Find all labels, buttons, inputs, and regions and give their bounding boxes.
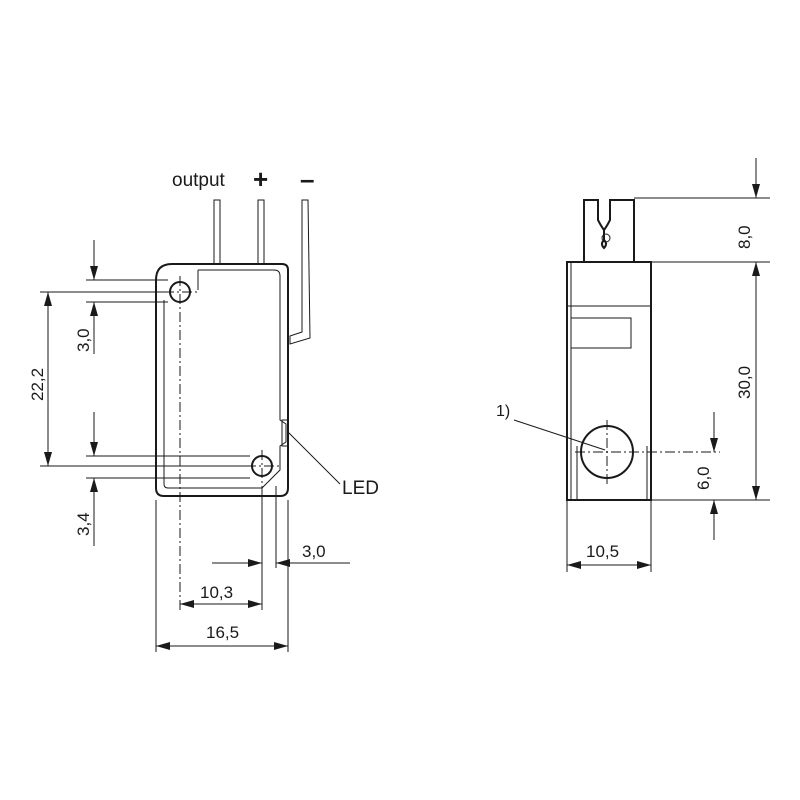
dim-bottom-hole-offset-value: 3,4 <box>74 512 93 536</box>
output-pins <box>213 199 311 345</box>
dim-hole-spacing-h: 10,3 <box>180 583 262 608</box>
led-indicator <box>281 419 289 447</box>
dim-side-width: 10,5 <box>567 542 651 569</box>
side-extension-lines <box>566 197 770 572</box>
plus-pin <box>257 199 265 265</box>
dim-side-hole-height-value: 6,0 <box>694 466 713 490</box>
dim-top-hole-offset: 3,0 <box>74 240 98 354</box>
dim-connector-height-value: 8,0 <box>735 225 754 249</box>
dim-top-hole-offset-value: 3,0 <box>74 328 93 352</box>
dim-hole-edge-offset-value: 3,0 <box>302 542 326 561</box>
minus-pin <box>289 199 311 345</box>
front-housing-inner <box>163 269 287 489</box>
note-label: 1) <box>496 403 510 420</box>
side-view <box>513 199 720 501</box>
dim-hole-edge-offset: 3,0 <box>212 542 350 567</box>
side-window <box>570 317 632 349</box>
dim-hole-spacing-v: 22,2 <box>28 292 52 466</box>
front-view <box>155 199 341 610</box>
dim-hole-spacing-h-value: 10,3 <box>200 583 233 602</box>
output-pin <box>213 199 221 265</box>
dim-bottom-hole-offset: 3,4 <box>74 412 98 546</box>
output-label: output <box>172 170 226 191</box>
minus-label: – <box>300 164 314 194</box>
dim-front-width: 16,5 <box>156 623 288 650</box>
dim-side-hole-height: 6,0 <box>694 412 718 540</box>
led-leader <box>287 431 341 485</box>
side-body <box>566 261 652 501</box>
front-housing-outer <box>155 263 289 497</box>
dim-connector-height: 8,0 <box>735 158 760 278</box>
dim-side-width-value: 10,5 <box>586 542 619 561</box>
dim-body-height-value: 30,0 <box>735 366 754 399</box>
dim-hole-spacing-v-value: 22,2 <box>28 368 47 401</box>
dim-front-width-value: 16,5 <box>206 623 239 642</box>
side-connector <box>583 199 635 262</box>
dim-body-height: 30,0 <box>735 262 760 500</box>
front-extension-lines <box>40 279 289 652</box>
led-label: LED <box>342 478 379 499</box>
note-leader <box>513 419 606 451</box>
plus-label: + <box>253 164 268 194</box>
